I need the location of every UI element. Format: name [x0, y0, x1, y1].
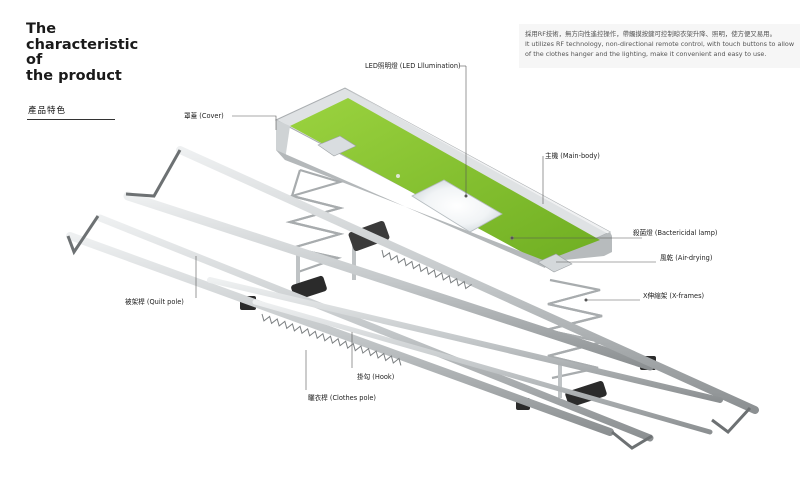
label-bactericidal-lamp: 殺菌燈 (Bactericidal lamp) [633, 229, 718, 237]
hooks [261, 249, 472, 366]
led-panel [411, 179, 503, 233]
heading-line-2: characteristic [26, 36, 139, 53]
description-line-english-2: of the clothes hanger and the lighting, … [525, 50, 767, 58]
label-main-body: 主機 (Main-body) [545, 152, 600, 160]
product-features-subtitle: 產品特色 [28, 106, 67, 116]
leader-lines [195, 65, 656, 390]
label-led-illumination: LED照明燈 (LED Lllumination) [365, 62, 461, 70]
air-drying-vent [537, 253, 573, 273]
description-line-chinese: 採用RF技術，無方向性遙控操作，帶觸摸按鍵可控制晾衣架升降、照明，使方便又易用。 [525, 30, 776, 38]
label-hook: 掛勾 (Hook) [357, 373, 395, 381]
clothes-poles [66, 146, 759, 442]
heading-line-4: the product [26, 67, 122, 84]
description-line-english-1: It utilizes RF technology, non-direction… [525, 40, 795, 48]
label-clothes-pole: 曬衣桿 (Clothes pole) [308, 394, 376, 402]
label-cover: 罩蓋 (Cover) [184, 112, 224, 120]
subtitle-underline [27, 119, 115, 120]
vent-grille-left [317, 135, 357, 157]
product-heading: The characteristic of the product [26, 21, 139, 84]
end-brackets [66, 149, 752, 450]
label-x-frames: X伸縮架 (X-frames) [643, 292, 705, 300]
indicator-dot [396, 174, 400, 178]
label-quilt-pole: 被架桿 (Quilt pole) [125, 298, 184, 306]
main-body-housing [274, 87, 612, 273]
label-air-drying: 風乾 (Air-drying) [660, 254, 713, 262]
description-box: 採用RF技術，無方向性遙控操作，帶觸摸按鍵可控制晾衣架升降、照明，使方便又易用。… [519, 24, 800, 68]
heading-line-3: of [26, 52, 43, 68]
heading-line-1: The [26, 21, 57, 37]
